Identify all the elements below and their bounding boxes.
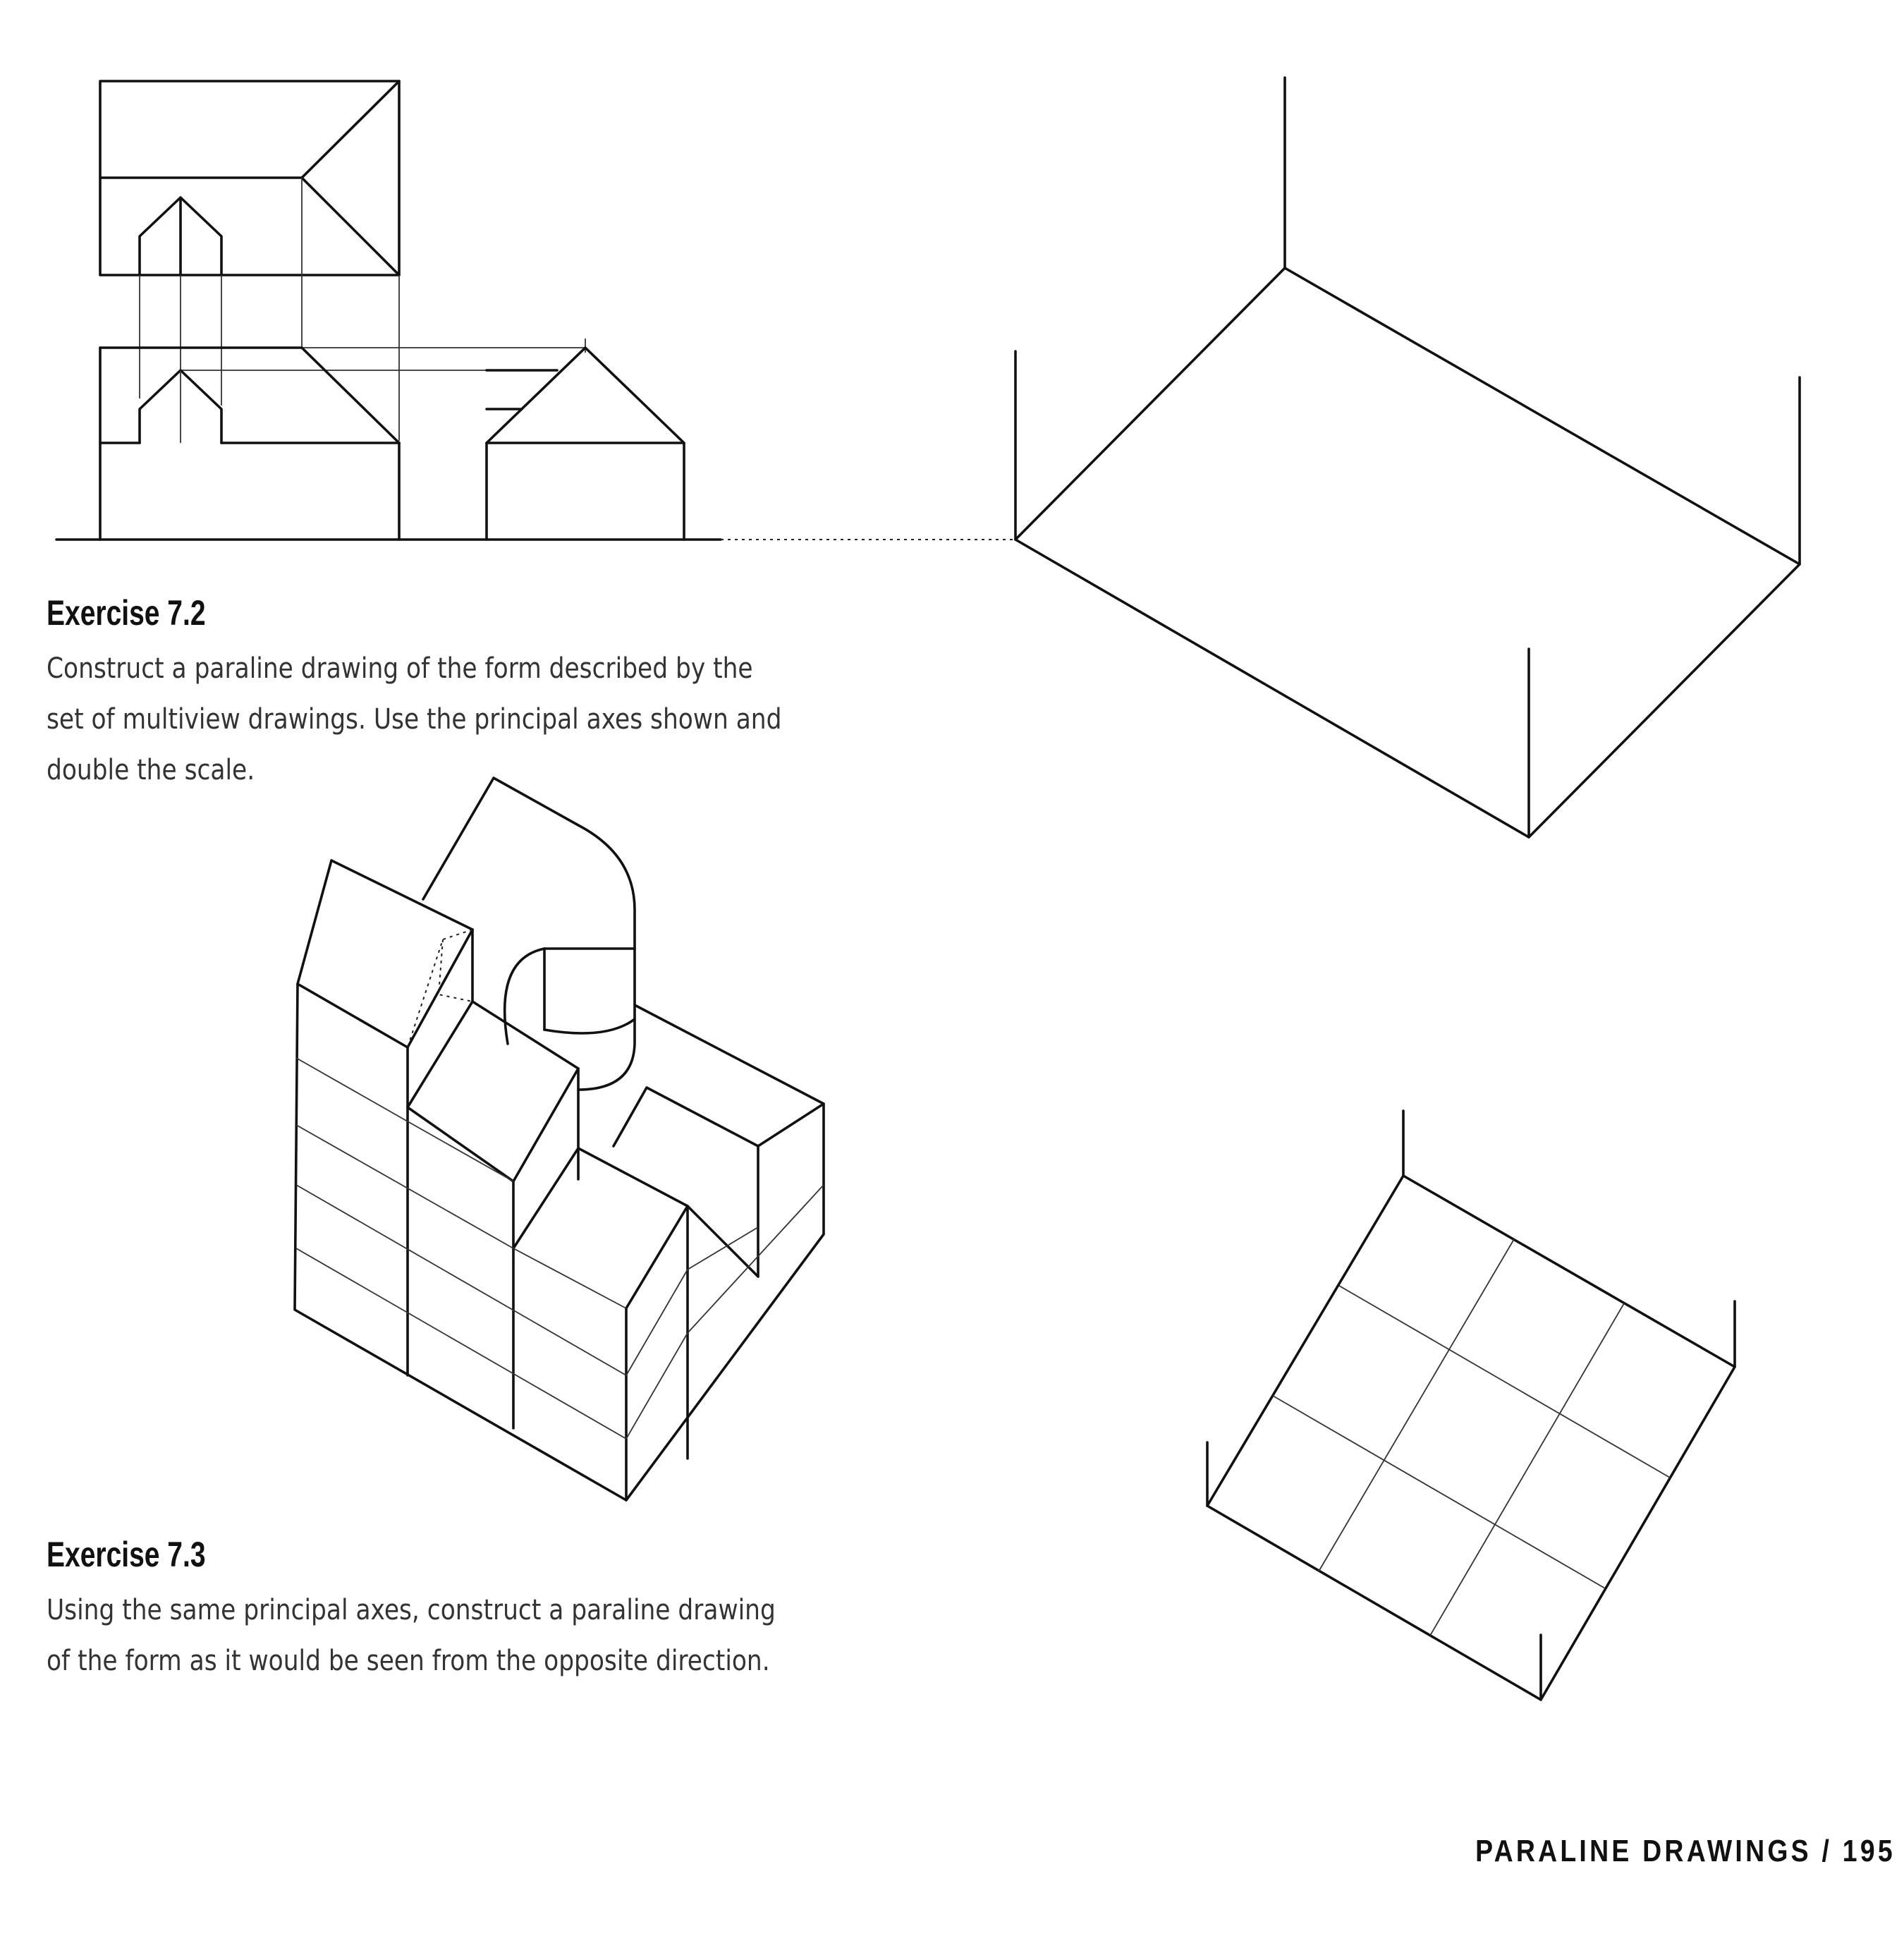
projection-lines: [139, 178, 586, 441]
axes-grid-exercise-7-3: [1206, 1109, 1736, 1701]
exercise-7-3: Exercise 7.3 Using the same principal ax…: [47, 1534, 776, 1686]
exercise-7-3-line: Using the same principal axes, construct…: [47, 1594, 776, 1626]
exercise-7-2: Exercise 7.2 Construct a paraline drawin…: [47, 592, 782, 796]
exercise-7-2-line: Construct a paraline drawing of the form…: [47, 652, 753, 685]
exercise-7-2-line: set of multiview drawings. Use the princ…: [47, 703, 782, 736]
exercise-7-3-line: of the form as it would be seen from the…: [47, 1645, 770, 1677]
exercise-7-3-title: Exercise 7.3: [47, 1535, 206, 1574]
exercise-7-3-text: Using the same principal axes, construct…: [47, 1585, 776, 1686]
exercise-7-2-title: Exercise 7.2: [47, 593, 206, 633]
isometric-massing-form: [293, 777, 825, 1502]
multiview-side-elevation: [485, 346, 685, 541]
exercise-7-2-text: Construct a paraline drawing of the form…: [47, 643, 782, 796]
axes-grid-exercise-7-2: [1014, 76, 1801, 839]
exercise-7-2-line: double the scale.: [47, 754, 255, 786]
running-head: PARALINE DRAWINGS / 195: [1475, 1834, 1896, 1868]
multiview-plan: [99, 80, 401, 276]
multiview-front-elevation: [99, 346, 401, 541]
